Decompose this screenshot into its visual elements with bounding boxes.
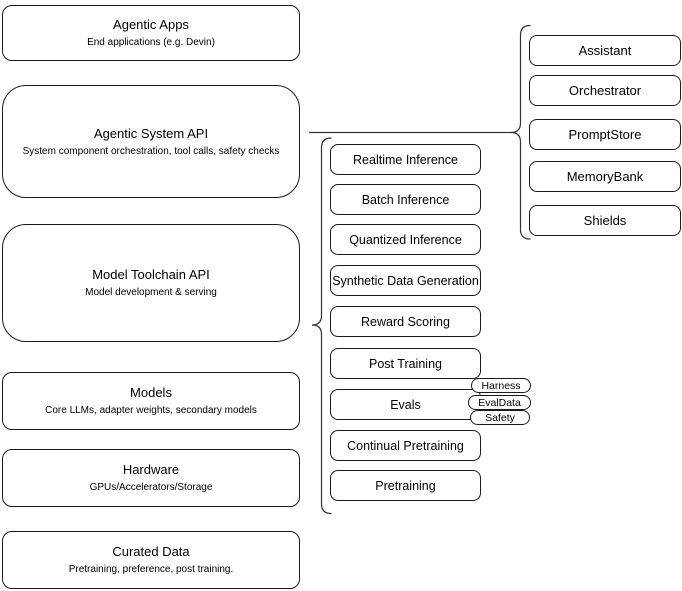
box-title: Agentic System API	[93, 125, 209, 141]
box-agentic-system-api: Agentic System API System component orch…	[2, 85, 300, 198]
system-component-promptstore: PromptStore	[529, 119, 681, 150]
box-subtitle: End applications (e.g. Devin)	[87, 37, 215, 48]
box-hardware: Hardware GPUs/Accelerators/Storage	[2, 449, 300, 507]
toolchain-item-reward-scoring: Reward Scoring	[330, 306, 481, 337]
box-subtitle: Pretraining, preference, post training.	[68, 564, 234, 575]
box-title: Agentic Apps	[113, 17, 189, 32]
toolchain-item-realtime-inference: Realtime Inference	[330, 144, 481, 175]
toolchain-item-continual-pretraining: Continual Pretraining	[330, 430, 481, 461]
toolchain-item-evals: Evals	[330, 389, 481, 420]
system-component-assistant: Assistant	[529, 35, 681, 66]
box-subtitle: Model development & serving	[85, 287, 217, 298]
box-models: Models Core LLMs, adapter weights, secon…	[2, 372, 300, 430]
eval-tag-evaldata: EvalData	[468, 395, 531, 410]
box-subtitle: System component orchestration, tool cal…	[22, 145, 280, 157]
eval-tag-harness: Harness	[471, 378, 531, 393]
eval-tag-safety: Safety	[470, 410, 530, 425]
system-component-shields: Shields	[529, 205, 681, 236]
box-title: Model Toolchain API	[92, 267, 210, 282]
toolchain-item-quantized-inference: Quantized Inference	[330, 224, 481, 255]
box-agentic-apps: Agentic Apps End applications (e.g. Devi…	[2, 5, 300, 61]
box-title: Hardware	[122, 462, 180, 477]
toolchain-item-synthetic-data-generation: Synthetic Data Generation	[330, 265, 481, 296]
box-subtitle: GPUs/Accelerators/Storage	[89, 482, 213, 493]
box-title: Models	[130, 385, 172, 400]
toolchain-item-pretraining: Pretraining	[330, 470, 481, 501]
brace-system-components	[510, 24, 531, 240]
box-curated-data: Curated Data Pretraining, preference, po…	[2, 531, 300, 589]
system-component-memorybank: MemoryBank	[529, 161, 681, 192]
box-title: Curated Data	[112, 544, 190, 559]
brace-toolchain	[311, 137, 332, 515]
toolchain-item-batch-inference: Batch Inference	[330, 184, 481, 215]
toolchain-item-post-training: Post Training	[330, 348, 481, 379]
box-model-toolchain-api: Model Toolchain API Model development & …	[2, 224, 300, 342]
box-subtitle: Core LLMs, adapter weights, secondary mo…	[45, 405, 257, 416]
system-component-orchestrator: Orchestrator	[529, 75, 681, 106]
